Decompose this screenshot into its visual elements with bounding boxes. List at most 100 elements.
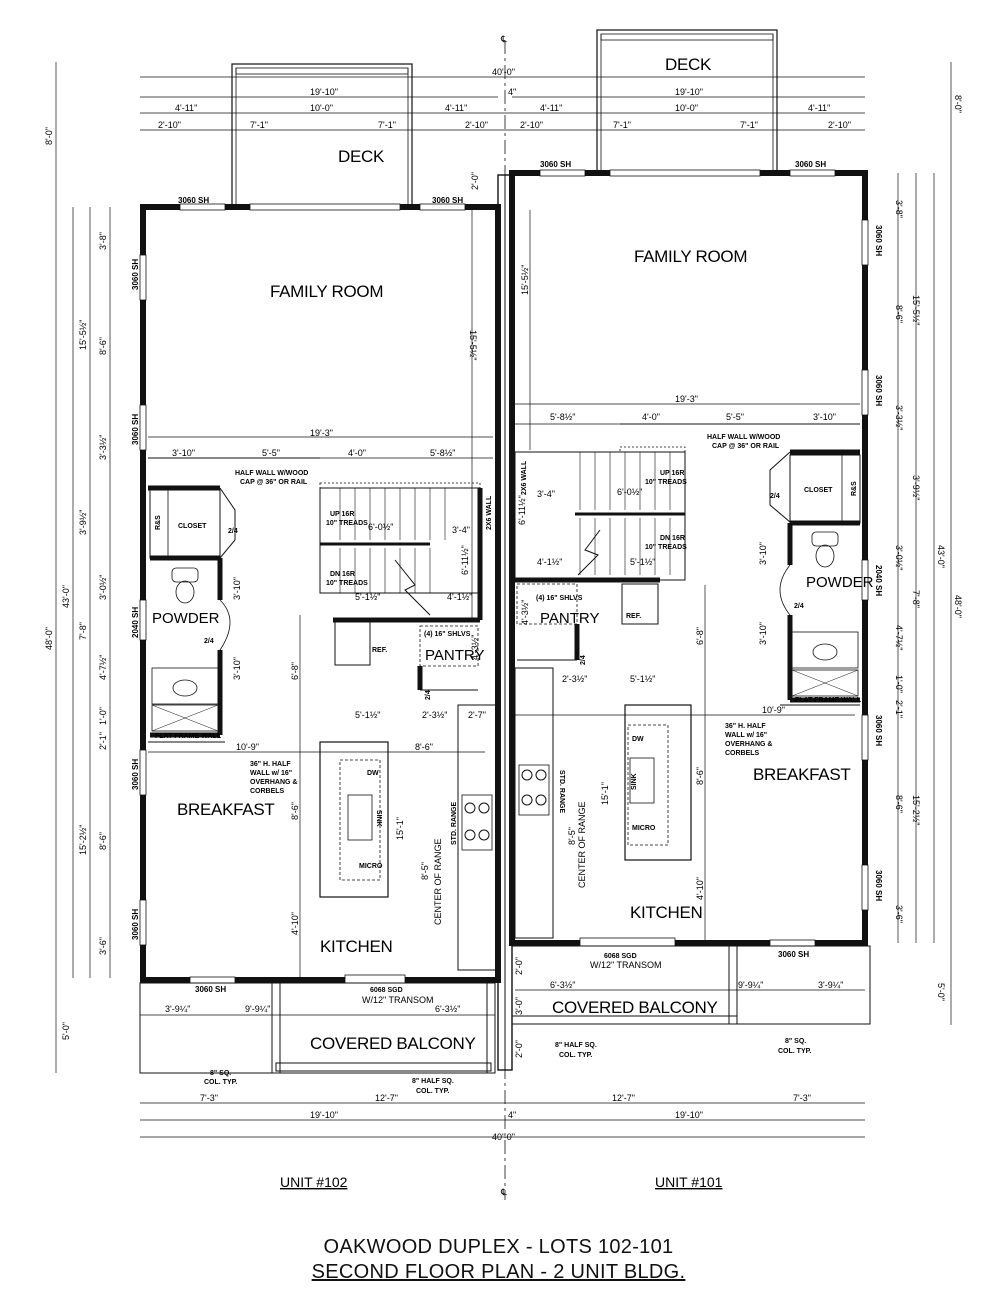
island-note-right-4: CORBELS — [725, 750, 760, 757]
dim-6-3h-b: 6'-3½" — [550, 980, 575, 990]
dim-4-3h-b: 4'-3½" — [520, 600, 530, 625]
breakfast-label-right: BREAKFAST — [753, 765, 850, 784]
dim-5-8h-b: 5'-8½" — [550, 412, 575, 422]
dim-43-0-right: 43'-0" — [936, 545, 946, 568]
dim-3-4-b: 3'-4" — [537, 489, 555, 499]
dim-5-1h-a: 5'-1½" — [355, 592, 380, 602]
dimension-labels: 40'-0" 19'-10" 4" 19'-10" 4'-11" 10'-0" … — [44, 67, 963, 1142]
dim-8-6-a: 8'-6" — [98, 337, 108, 355]
dim-2-0-b: 2'-0" — [514, 957, 524, 975]
col-right-1: 8" SQ. — [785, 1038, 806, 1045]
dim-4-11-b: 4'-11" — [445, 103, 467, 113]
flat-frame-left: FLAT FRAME WALL — [155, 733, 222, 740]
kitchen-label-right: KITCHEN — [630, 903, 703, 922]
dim-7-1-b: 7'-1" — [378, 120, 396, 130]
dim-half-top-left: 19'-10" — [310, 87, 338, 97]
dim-2-10-b: 2'-10" — [465, 120, 488, 130]
halfcol-left-1: 8" HALF SQ. — [412, 1078, 454, 1085]
dim-3-3h-a: 3'-3½" — [98, 435, 108, 460]
dim-2-1-a: 2'-1" — [98, 732, 108, 750]
dim-10-9-left: 10'-9" — [236, 742, 259, 752]
dim-5-1h-b: 5'-1½" — [630, 557, 655, 567]
dim-15-5h-a: 15'-5½" — [78, 320, 88, 350]
dim-2-3h-a: 2'-3½" — [422, 710, 447, 720]
dim-3-10-e: 3'-10" — [758, 542, 768, 565]
micro-right: MICRO — [632, 825, 656, 832]
dn-stair-left: DN 16R — [330, 571, 355, 578]
dim-5-0-right: 5'-0" — [936, 983, 946, 1001]
dim-3-0h-b: 3'-0½" — [894, 545, 904, 570]
window-right-deck-1: 3060 SH — [540, 160, 571, 169]
pantry-label-left: PANTRY — [425, 647, 484, 664]
sink-right: SINK — [631, 773, 638, 790]
dim-7-1-c: 7'-1" — [613, 120, 631, 130]
window-right-side-3: 2040 SH — [874, 565, 883, 596]
deck-label-left: DECK — [338, 147, 385, 166]
rs-left: R&S — [155, 515, 162, 530]
window-right-side-1: 3060 SH — [874, 225, 883, 256]
dim-12-7-a: 12'-7" — [375, 1093, 398, 1103]
shelves-left: (4) 16" SHLVS — [424, 631, 471, 638]
dim-half-bottom-right: 19'-10" — [675, 1110, 703, 1120]
closet-label-right: CLOSET — [804, 487, 833, 494]
dim-8-6-d: 8'-6" — [894, 795, 904, 813]
dim-2-1-b: 2'-1" — [894, 700, 904, 718]
dim-1-0-b: 1'-0" — [894, 675, 904, 693]
island-note-left-3: OVERHANG & — [250, 779, 297, 786]
room-labels: DECK DECK FAMILY ROOM FAMILY ROOM BREAKF… — [152, 55, 874, 1053]
dim-4-3h-a: 4'-3½" — [470, 635, 480, 660]
dim-6-11h-a: 6'-11½" — [460, 545, 470, 575]
dim-8-0-left: 8'-0" — [44, 127, 54, 145]
window-left-side-2: 3060 SH — [131, 414, 140, 445]
island-note-right-1: 36" H. HALF — [725, 723, 766, 730]
window-left-side-5: 3060 SH — [131, 909, 140, 940]
powder-label-right: POWDER — [806, 574, 874, 591]
annotations: HALF WALL W/WOOD CAP @ 36" OR RAIL HALF … — [131, 160, 883, 1095]
dim-5-1h-c: 5'-1½" — [355, 710, 380, 720]
halfcol-left-2: COL. TYP. — [416, 1088, 449, 1095]
ref-left: REF. — [372, 647, 387, 654]
dim-2-10-d: 2'-10" — [828, 120, 851, 130]
dim-4-1h-a: 4'-1½" — [447, 592, 472, 602]
dim-5-0-left: 5'-0" — [61, 1022, 71, 1040]
island-note-left-2: WALL w/ 16" — [250, 770, 292, 777]
dim-3-9h-b: 3'-9½" — [911, 475, 921, 500]
dim-3-10-c: 3'-10" — [232, 577, 242, 600]
ref-right: REF. — [626, 613, 641, 620]
dim-2-10-a: 2'-10" — [158, 120, 181, 130]
shelves-right: (4) 16" SHLVS — [536, 595, 583, 602]
dim-15-5h-d: 15'-5½" — [520, 265, 530, 295]
window-right-side-2: 3060 SH — [874, 375, 883, 406]
window-left-side-4: 3060 SH — [131, 759, 140, 790]
dim-4-0-b: 4'-0" — [642, 412, 660, 422]
dim-8-6-g: 8'-6" — [695, 767, 705, 785]
unit-102-label: UNIT #102 — [280, 1174, 348, 1190]
island-note-right-2: WALL w/ 16" — [725, 732, 767, 739]
window-right-deck-2: 3060 SH — [795, 160, 826, 169]
wall-2x6-right: 2X6 WALL — [521, 460, 528, 495]
half-wall-note-left: HALF WALL W/WOOD — [235, 470, 308, 477]
powder-label-left: POWDER — [152, 610, 220, 627]
dim-12-7-b: 12'-7" — [612, 1093, 635, 1103]
dim-7-8-a: 7'-8" — [78, 622, 88, 640]
dim-3-4-a: 3'-4" — [452, 525, 470, 535]
dim-5-1h-d: 5'-1½" — [630, 674, 655, 684]
dim-2-10-c: 2'-10" — [520, 120, 543, 130]
dim-3-8-b: 3'-8" — [894, 200, 904, 218]
dw-right: DW — [632, 736, 644, 743]
kitchen-label-left: KITCHEN — [320, 937, 393, 956]
dim-3-6-a: 3'-6" — [98, 937, 108, 955]
dim-overall-bottom: 40'-0" — [492, 1132, 515, 1142]
dim-3-10-a: 3'-10" — [172, 448, 195, 458]
family-room-label-left: FAMILY ROOM — [270, 282, 383, 301]
dim-9-9q-a: 9'-9¼" — [245, 1004, 270, 1014]
dim-4-11-d: 4'-11" — [808, 103, 830, 113]
dim-3-9h-a: 3'-9½" — [78, 510, 88, 535]
dim-3-8-a: 3'-8" — [98, 232, 108, 250]
island-note-left-4: CORBELS — [250, 788, 285, 795]
dim-6-11h-b: 6'-11½" — [517, 495, 527, 525]
dim-5-8h-a: 5'-8½" — [430, 448, 455, 458]
dim-5-5-b: 5'-5" — [726, 412, 744, 422]
dim-4-7h-a: 4'-7½" — [98, 655, 108, 680]
dim-5-5-a: 5'-5" — [262, 448, 280, 458]
